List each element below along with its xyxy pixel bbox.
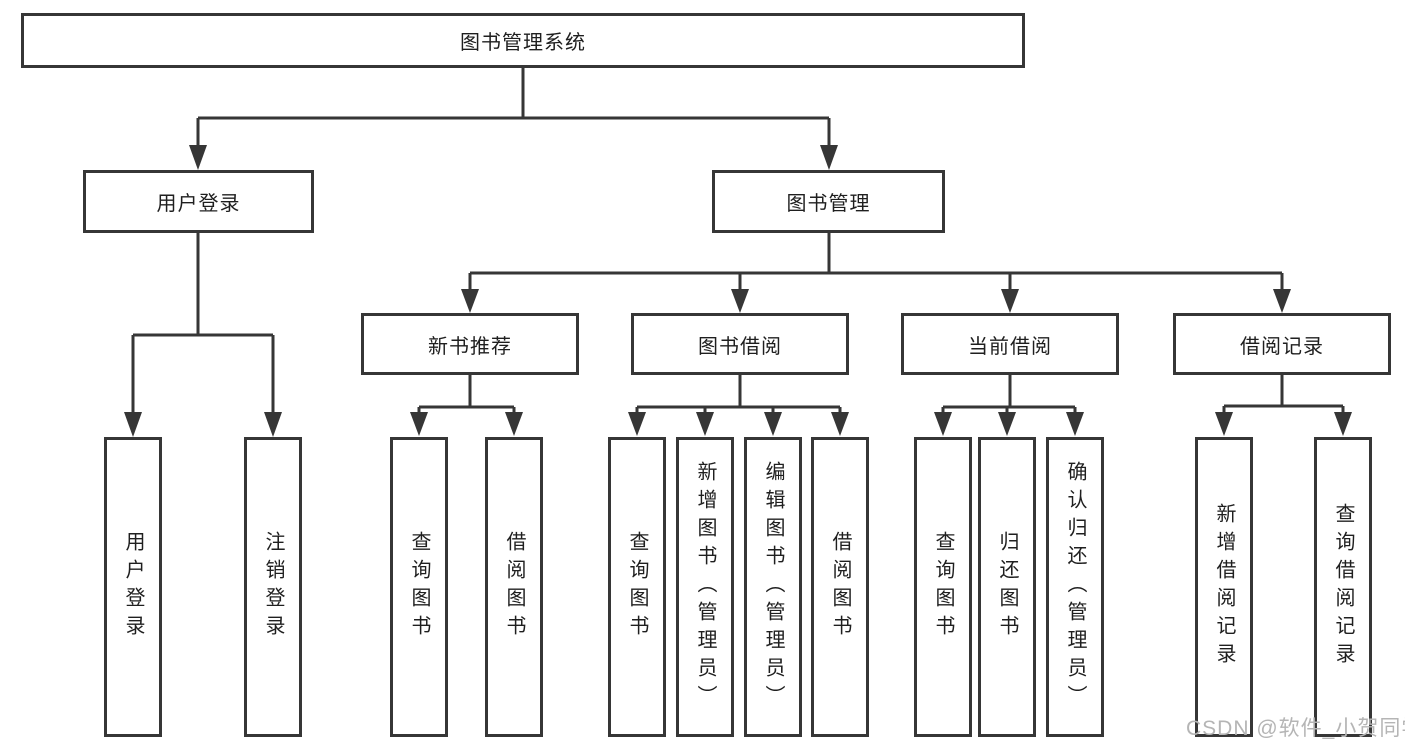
connector-root-to-level2 bbox=[196, 68, 831, 148]
node-user-login: 用户登录 bbox=[83, 170, 314, 233]
leaf-borrow-add-books-admin: 新增图书（管理员） bbox=[676, 437, 734, 737]
connector-borrow-rec-children bbox=[1222, 375, 1345, 414]
connector-book-borrow-children bbox=[635, 375, 842, 414]
node-current-borrowing: 当前借阅 bbox=[901, 313, 1119, 375]
arrowheads-book-borrow-children bbox=[628, 412, 849, 436]
arrowheads-new-book-children bbox=[410, 412, 523, 436]
connector-book-mgmt-to-level3 bbox=[468, 233, 1284, 291]
leaf-borrow-borrow-books: 借阅图书 bbox=[811, 437, 869, 737]
node-borrowing-records: 借阅记录 bbox=[1173, 313, 1391, 375]
node-library-management-system: 图书管理系统 bbox=[21, 13, 1025, 68]
connector-user-login-children bbox=[131, 233, 275, 414]
leaf-borrow-edit-books-admin: 编辑图书（管理员） bbox=[744, 437, 802, 737]
leaf-records-query-record: 查询借阅记录 bbox=[1314, 437, 1372, 737]
arrowheads-borrow-rec-children bbox=[1215, 412, 1352, 436]
leaf-current-return-books: 归还图书 bbox=[978, 437, 1036, 737]
node-book-borrowing: 图书借阅 bbox=[631, 313, 849, 375]
node-book-management: 图书管理 bbox=[712, 170, 945, 233]
connector-cur-borrow-children bbox=[941, 375, 1077, 414]
arrowheads-user-login-children bbox=[124, 412, 282, 437]
leaf-borrow-query-books: 查询图书 bbox=[608, 437, 666, 737]
arrowheads-cur-borrow-children bbox=[934, 412, 1084, 436]
leaf-recommend-borrow-books: 借阅图书 bbox=[485, 437, 543, 737]
node-new-book-recommend: 新书推荐 bbox=[361, 313, 579, 375]
leaf-logout: 注销登录 bbox=[244, 437, 302, 737]
leaf-current-confirm-return-admin: 确认归还（管理员） bbox=[1046, 437, 1104, 737]
arrowheads-level2 bbox=[189, 145, 838, 170]
csdn-watermark: CSDN @软件_小贺同学 bbox=[1186, 717, 1405, 740]
leaf-records-add-record: 新增借阅记录 bbox=[1195, 437, 1253, 737]
arrowheads-level3 bbox=[461, 289, 1291, 313]
leaf-current-query-books: 查询图书 bbox=[914, 437, 972, 737]
leaf-recommend-query-books: 查询图书 bbox=[390, 437, 448, 737]
leaf-user-login: 用户登录 bbox=[104, 437, 162, 737]
connector-new-book-children bbox=[417, 375, 516, 414]
